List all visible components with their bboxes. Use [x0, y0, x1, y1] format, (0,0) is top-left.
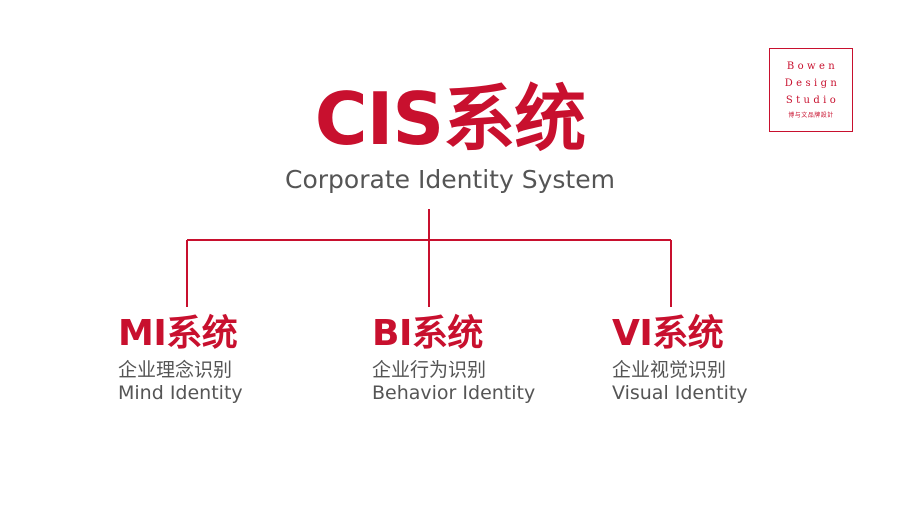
branch-vi: VI系统 企业视觉识别 Visual Identity [612, 312, 748, 405]
branch-vi-chinese: 企业视觉识别 [612, 359, 727, 381]
branch-mi-english: Mind Identity [118, 382, 243, 404]
branch-bi-english: Behavior Identity [372, 382, 536, 404]
branch-mi-chinese: 企业理念识别 [118, 359, 233, 381]
main-title: CIS系统 [314, 77, 587, 161]
branch-mi: MI系统 企业理念识别 Mind Identity [118, 312, 243, 405]
branch-vi-title: VI系统 [612, 313, 724, 354]
branch-bi-chinese: 企业行为识别 [372, 359, 487, 381]
main-subtitle: Corporate Identity System [285, 165, 615, 194]
logo-line-design: Design [784, 78, 841, 89]
branch-mi-title: MI系统 [118, 313, 238, 354]
branch-bi-title: BI系统 [372, 313, 483, 354]
logo-line-bowen: Bowen [786, 61, 839, 72]
branch-bi: BI系统 企业行为识别 Behavior Identity [372, 312, 535, 405]
logo-subtitle: 博与文品牌設計 [788, 112, 834, 119]
branch-vi-english: Visual Identity [612, 382, 748, 404]
logo-line-studio: Studio [785, 95, 840, 106]
studio-logo: Bowen Design Studio 博与文品牌設計 [769, 48, 853, 132]
